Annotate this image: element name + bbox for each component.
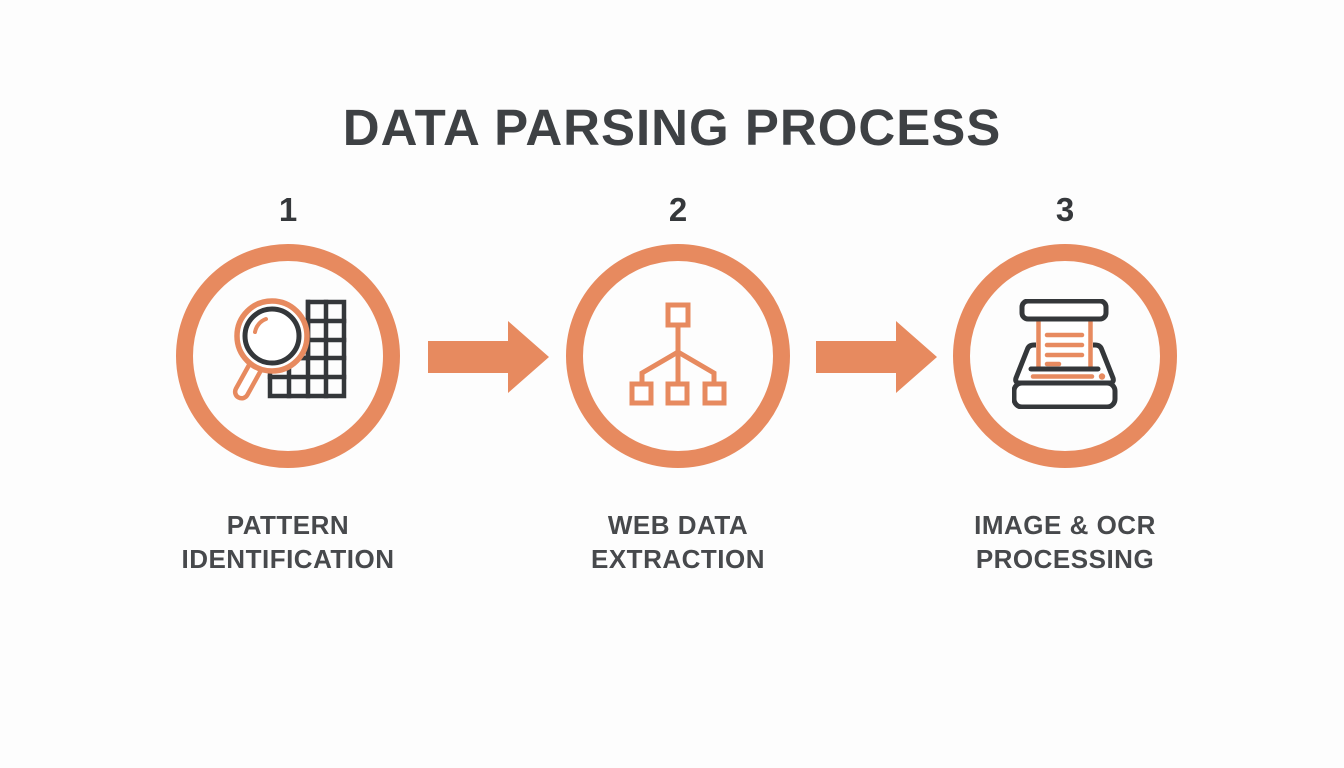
step-3-image-ocr-processing: 3 bbox=[885, 188, 1245, 576]
step-3-circle bbox=[953, 244, 1177, 468]
step-3-label-line-1: IMAGE & OCR bbox=[974, 510, 1156, 540]
magnifier-grid-icon bbox=[222, 288, 354, 425]
step-3-number: 3 bbox=[1055, 191, 1075, 228]
step-2-label-line-1: WEB DATA bbox=[607, 510, 749, 540]
scanner-ocr-icon bbox=[1011, 298, 1118, 414]
arrow-step1-to-step2 bbox=[428, 320, 550, 399]
page-title: DATA PARSING PROCESS bbox=[342, 99, 1002, 156]
arrow-step2-to-step3 bbox=[816, 320, 938, 399]
step-1-label-line-2: IDENTIFICATION bbox=[181, 544, 395, 574]
step-3-label: IMAGE & OCR PROCESSING bbox=[885, 508, 1245, 576]
tree-structure-icon bbox=[623, 300, 733, 413]
step-2-circle bbox=[566, 244, 790, 468]
step-1-label: PATTERN IDENTIFICATION bbox=[108, 508, 468, 576]
step-1-label-line-1: PATTERN bbox=[226, 510, 350, 540]
step-1-number: 1 bbox=[278, 191, 298, 228]
step-3-label-line-2: PROCESSING bbox=[975, 544, 1155, 574]
step-1-circle bbox=[176, 244, 400, 468]
step-2-label-line-2: EXTRACTION bbox=[591, 544, 765, 574]
step-2-label: WEB DATA EXTRACTION bbox=[498, 508, 858, 576]
step-1-pattern-identification: 1 bbox=[108, 188, 468, 576]
step-2-number: 2 bbox=[668, 191, 688, 228]
step-2-web-data-extraction: 2 bbox=[498, 188, 858, 576]
